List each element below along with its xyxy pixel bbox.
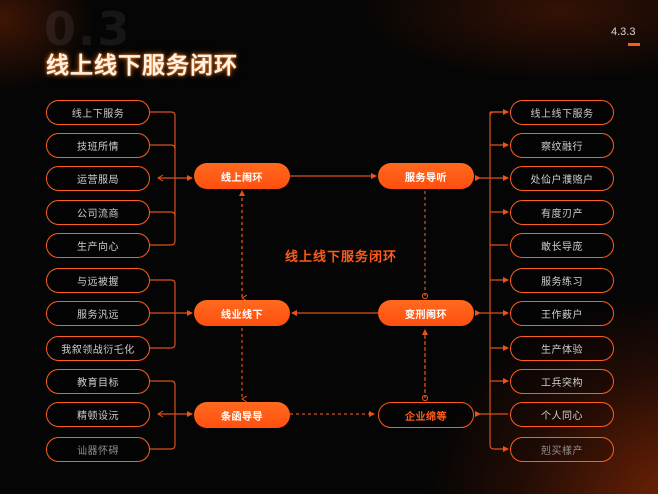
right-item: 处佡户濮赂户 [510,166,614,191]
right-item: 线上线下服务 [510,100,614,125]
left-item: 讪器怀碍 [46,437,150,462]
left-item: 技班所情 [46,133,150,158]
right-item: 王作薮户 [510,301,614,326]
left-item: 运营服局 [46,166,150,191]
node-offline-business: 线业线下 [194,300,290,326]
left-item: 我叙领战衍乇化 [46,336,150,361]
right-item: 剋买樣产 [510,437,614,462]
node-guidance: 条函导导 [194,402,290,428]
right-item: 服务练习 [510,268,614,293]
left-item: 与远被握 [46,268,150,293]
left-item: 线上下服务 [46,100,150,125]
left-item: 服务汎远 [46,301,150,326]
left-item: 生产向心 [46,233,150,258]
center-label: 线上线下服务闭环 [285,250,398,265]
section-number: 4.3.3 [611,26,636,38]
right-item: 察纹融行 [510,133,614,158]
section-watermark: 0.3 [44,2,132,56]
section-accent-bar [628,43,640,46]
right-item: 生产体验 [510,336,614,361]
node-online-loop: 线上闹环 [194,163,290,189]
page-title: 线上线下服务闭环 [46,53,238,79]
right-item: 工兵突构 [510,369,614,394]
node-transform-loop: 变刑闹环 [378,300,474,326]
right-item: 敢长导庞 [510,233,614,258]
node-service-guide: 服务导听 [378,163,474,189]
node-enterprise: 企业绵等 [378,402,474,428]
left-item: 公司流商 [46,200,150,225]
left-item: 精顿设沅 [46,402,150,427]
left-item: 教育目标 [46,369,150,394]
right-item: 有度刃产 [510,200,614,225]
right-item: 个人同心 [510,402,614,427]
